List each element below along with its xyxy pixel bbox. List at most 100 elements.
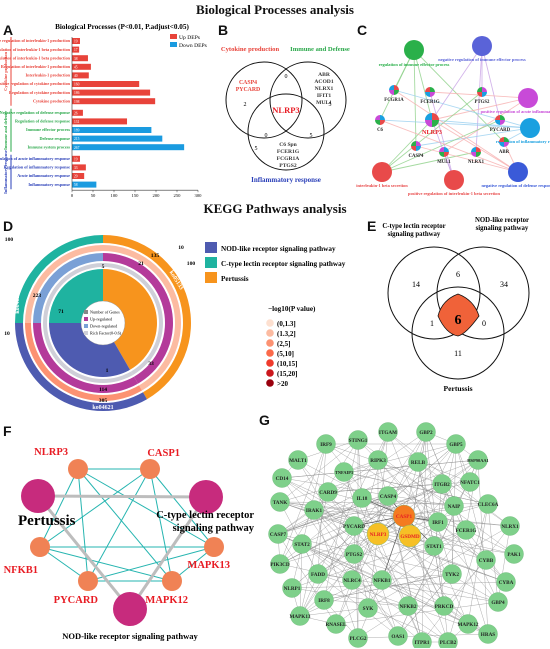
pathway-legend-label: NOD-like receptor signaling pathway [221,245,336,253]
panel-letter-e: E [367,218,377,234]
gene-pie-slice [477,92,482,97]
network-edge [413,49,505,143]
panel-letter-b: B [218,22,229,38]
ppi-node-label: STAT2 [294,542,310,548]
gene-pie-slice [432,113,439,120]
venn-e-center-region [437,293,480,337]
ppi-node-label: GBP4 [491,600,505,606]
term-label: positive regulation of interleukin-1 bet… [408,191,500,196]
venn-e-set1-label2: signaling pathway [388,231,441,238]
network-edge [431,119,519,173]
ppi-edge [421,525,511,643]
pathway-legend-swatch [205,242,217,253]
ppi-node-label: CYBB [479,558,494,564]
ppi-node-label: CYBA [499,580,514,586]
bar-value-label: 29 [74,175,78,179]
ppi-node [318,482,338,502]
ppi-node-label: NFATC1 [460,480,480,486]
gene-label: NLRX1 [468,160,485,165]
inner-legend-label: Up-regulated [90,317,113,322]
circos-number: 10 [4,331,10,337]
bar-label: Defense response [39,136,70,141]
ppi-node-label: IRAK1 [306,508,323,514]
ppi-node-label: TNFAIP3 [335,470,354,475]
ppi-edge [281,477,353,581]
gene-label: CASP1 [147,448,180,459]
bar-label: Regulation of cytokine production [9,90,71,95]
ppi-node-label: CLEC6A [478,502,499,508]
pathway-edge [37,494,207,499]
bar-label: Regulation of interleukin-1 beta product… [0,55,71,60]
gene-label: PYCARD [490,128,511,133]
x-tick-label: 250 [174,193,182,198]
ppi-node-label: ITPR1 [415,640,430,646]
x-tick-label: 300 [195,193,203,198]
ppi-edge [447,503,489,643]
gene-pie-slice [380,115,385,120]
bar [72,38,80,44]
bar-label: Positive regulation of cytokine producti… [0,81,71,86]
venn-b-n-b-left: 5 [255,146,258,152]
network-edge [475,45,483,153]
gene-pie-slice [504,137,509,142]
pvalue-legend-label: (5,10] [277,350,294,358]
pathway-label: Pertussis [18,513,76,529]
bar [72,109,83,116]
ppi-node [416,422,436,442]
bar [72,144,185,151]
ppi-edge [343,471,489,505]
x-tick-label: 150 [132,193,140,198]
venn-b-n23: 5 [329,102,332,108]
venn-b-n-b-right: 5 [310,133,313,139]
ppi-node-label: PLCG2 [349,636,366,642]
ppi-node-label: IRF1 [432,520,444,526]
bar-value-label: 45 [74,65,78,69]
pathway-node [113,592,147,626]
ppi-edge [377,431,389,535]
ppi-node [282,578,302,598]
pathway-legend-label: C-type lectin receptor signaling pathway [221,260,346,268]
ppi-node-label: CASP1 [396,514,413,520]
bar [72,72,89,79]
venn-b-circle2 [269,61,347,139]
ppi-node [478,624,498,644]
gene-pie-slice [476,147,481,152]
bar-label: Acute inflammatory response [17,173,70,178]
ppi-node [458,614,478,634]
x-tick-label: 100 [111,193,119,198]
ppi-node-label: PTGS2 [346,552,363,558]
term-node [518,88,538,108]
network-edge [381,119,433,173]
pathway-label: C-type lectin receptor [156,510,254,521]
ppi-edge [335,529,467,625]
gene-pie-slice [380,120,385,125]
ppi-edge [443,559,487,607]
kegg-section-title: KEGG Pathways analysis [203,201,347,216]
gene-label: MAPK12 [145,595,188,606]
ppi-edge [387,495,423,643]
bar [72,63,91,70]
gene-pie-slice [394,90,399,95]
ppi-edge [317,573,399,637]
ppi-node-label: TYK2 [445,572,459,578]
circos-number: 100 [187,261,196,267]
ppi-edge [301,543,423,643]
ppi-node [398,524,422,548]
ppi-edge [451,505,455,575]
circos-number: 71 [58,309,64,315]
ppi-node [488,592,508,612]
ppi-node-label: OAS1 [391,634,405,640]
id-label: ko04625 [15,292,21,313]
gene-node [140,459,160,479]
gene-edge [77,468,215,548]
ppi-node-label: RELB [411,460,426,466]
pvalue-legend-label: (10,15] [277,360,297,368]
gene-pie-slice [389,90,394,95]
venn-e-ab: 6 [456,270,460,279]
legend-down-label: Down DEPs [179,43,207,49]
ppi-node [444,496,464,516]
network-edge [429,91,455,181]
venn-e-c: 11 [454,349,462,358]
gene-pie-slice [500,115,505,120]
